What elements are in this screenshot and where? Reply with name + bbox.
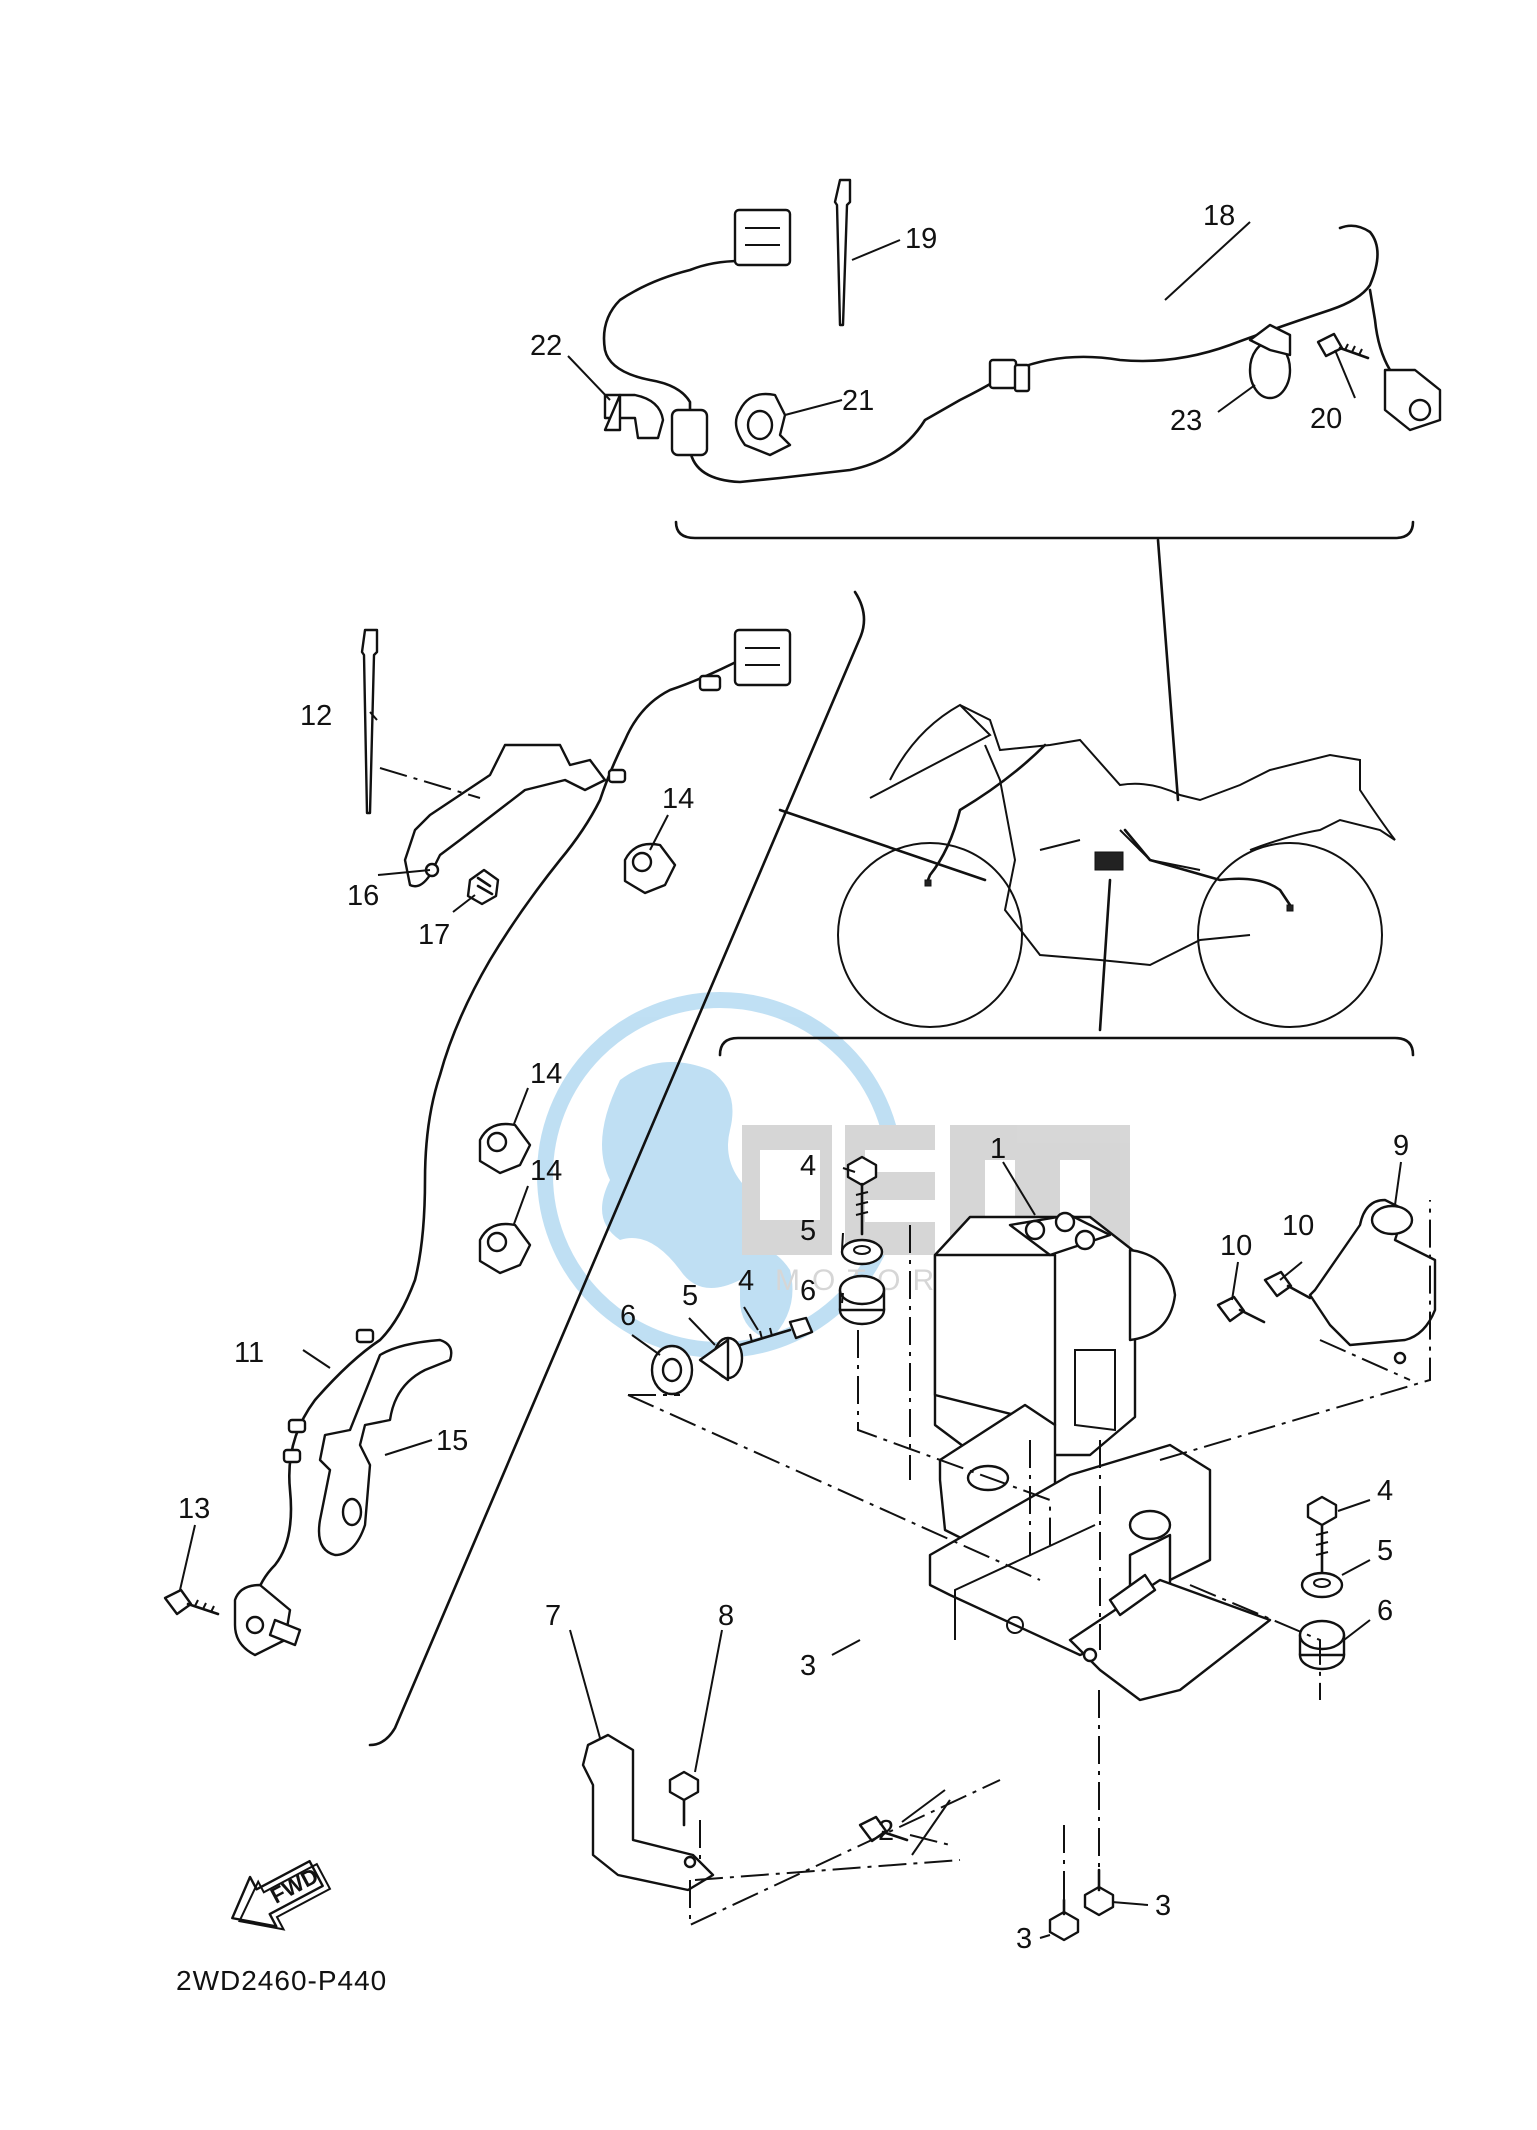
bolt-10-a [1216,1295,1266,1324]
clamp-14-lower [478,1222,532,1275]
callout-labels: 1 2 3 3 3 4 4 4 5 5 5 6 6 6 7 8 9 10 10 … [178,200,1409,1955]
callout-3-lower-right: 3 [1155,1890,1171,1922]
callout-19: 19 [905,223,937,255]
abs-group-bracket [718,1036,1415,1057]
clamp-14-top [623,842,677,895]
callout-5-upper: 5 [800,1215,816,1247]
rear-sensor-harness [602,208,1442,484]
bolt-17 [466,868,500,906]
front-group-divider [368,590,866,1747]
callout-10-b: 10 [1282,1210,1314,1242]
front-sensor-harness [233,628,792,1657]
callout-8: 8 [718,1600,734,1632]
cable-tie-19 [833,178,852,327]
callout-2: 2 [878,1815,894,1847]
callout-3-lower-left: 3 [1016,1923,1032,1955]
bolt-4-upper [846,1155,878,1236]
callout-11: 11 [234,1337,264,1369]
bolt-8 [668,1770,700,1827]
clamp-22 [603,393,665,440]
bracket-15 [317,1338,453,1557]
assembly-lines [379,767,1431,1927]
clamp-21 [734,392,792,457]
callout-1: 1 [990,1133,1006,1165]
bolt-20 [1316,332,1370,360]
motorcycle-locator [837,703,1396,1028]
clamp-23 [1248,323,1292,400]
grommet-6-left [650,1344,694,1396]
callout-10-a: 10 [1220,1230,1252,1262]
bracket-9 [1308,1198,1437,1365]
callout-5-right: 5 [1377,1535,1393,1567]
callout-16: 16 [347,880,379,912]
bolt-3-mid [858,1815,909,1843]
callout-7: 7 [545,1600,561,1632]
callout-6-left: 6 [620,1300,636,1332]
bracket-16 [403,743,607,888]
leader-lines [179,221,1402,1939]
callout-6-upper: 6 [800,1275,816,1307]
callout-4-left: 4 [738,1265,754,1297]
callout-20: 20 [1310,403,1342,435]
callout-12: 12 [300,700,332,732]
diagram-code: 2WD2460-P440 [176,1965,387,1996]
washer-5-left [698,1336,744,1382]
top-group-bracket [674,520,1415,540]
callout-5-left: 5 [682,1280,698,1312]
callout-15: 15 [436,1425,468,1457]
callout-22: 22 [530,330,562,362]
mounting-bracket-2 [928,1403,1272,1702]
callout-4-upper: 4 [800,1150,816,1182]
bolt-3-lower-left [1048,1898,1080,1942]
washer-5-upper [840,1238,884,1266]
callout-13: 13 [178,1493,210,1525]
callout-6-right: 6 [1377,1595,1393,1627]
washer-5-right [1300,1571,1344,1599]
hydraulic-unit [933,1211,1177,1457]
callout-17: 17 [418,919,450,951]
callout-18: 18 [1203,200,1235,232]
callout-14-middle: 14 [530,1058,562,1090]
callout-14-lower: 14 [530,1155,562,1187]
grommet-6-right [1298,1619,1346,1671]
grommet-6-upper [838,1274,886,1326]
callout-3-mid: 3 [800,1650,816,1682]
bolt-10-b [1263,1270,1312,1300]
clamp-14-middle [478,1122,532,1175]
callout-14-top: 14 [662,783,694,815]
bolt-13 [163,1588,220,1616]
bolt-3-lower-right [1083,1868,1115,1917]
cable-tie-12 [360,628,379,815]
forward-direction-arrow: FWD [231,1859,332,1931]
bolt-4-right [1306,1495,1338,1575]
bracket-7 [581,1733,715,1892]
callout-4-right: 4 [1377,1475,1393,1507]
callout-23: 23 [1170,405,1202,437]
callout-9: 9 [1393,1130,1409,1162]
bolt-4-left [738,1316,814,1347]
callout-21: 21 [842,385,874,417]
abs-unit-location-marker [1094,851,1124,871]
